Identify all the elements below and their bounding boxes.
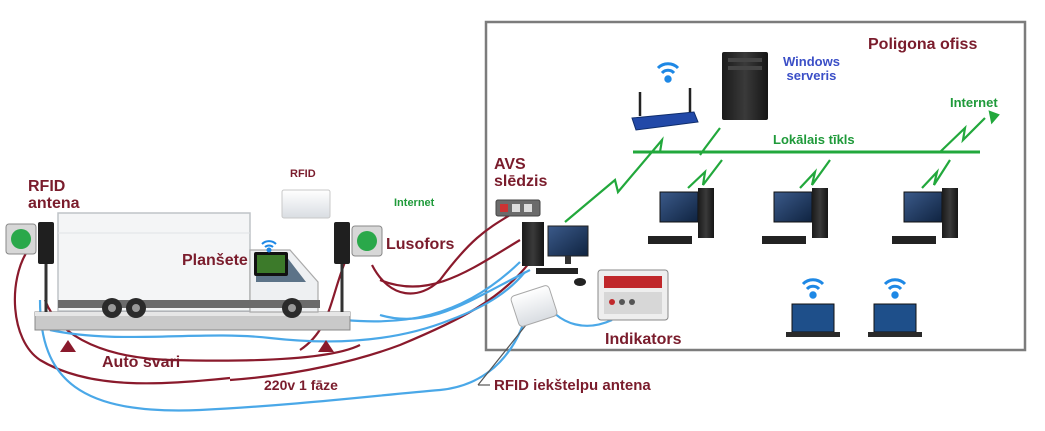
rfid-antenna-left	[38, 222, 54, 312]
truck-scale-platform	[34, 311, 351, 352]
rfid-antenna-right	[334, 222, 350, 312]
local-network-label: Lokālais tīkls	[773, 132, 855, 147]
avs-switch-label: AVS slēdzis	[494, 156, 548, 191]
windows-server-label: Windows serveris	[783, 55, 840, 82]
wifi-router	[631, 88, 699, 131]
traffic-light-left	[5, 223, 37, 255]
wifi-icon	[656, 62, 680, 83]
avs-switch	[495, 199, 541, 217]
traffic-light-label: Lusofors	[386, 236, 455, 253]
avs-switch-label-line1: AVS	[494, 156, 526, 173]
rfid-antenna-label-line2: antena	[28, 194, 80, 212]
desktop-computer	[648, 188, 714, 244]
power-label: 220v 1 fāze	[264, 377, 338, 393]
indoor-antenna-pointer	[477, 319, 531, 386]
rfid-antenna-label-line1: RFID	[28, 178, 66, 195]
rfid-indoor-antenna-device	[510, 285, 558, 327]
office-boundary	[484, 20, 1027, 352]
tablet	[254, 252, 288, 276]
windows-server-label-line2: serveris	[786, 67, 837, 83]
truck-scale-label: Auto svari	[102, 354, 181, 371]
windows-server	[722, 52, 768, 120]
windows-server-label-line1: Windows	[783, 54, 840, 69]
network-links	[564, 110, 1000, 223]
rfid-card-reader	[281, 189, 331, 219]
wifi-icon	[261, 240, 277, 253]
laptop	[868, 303, 922, 337]
desktop-computer	[892, 188, 958, 244]
rfid-antenna-label: RFID antena	[28, 178, 80, 213]
office-title: Poligona ofiss	[868, 36, 978, 53]
traffic-light-right	[351, 225, 383, 257]
internet-left-label: Internet	[394, 197, 435, 209]
wifi-icon	[883, 278, 907, 299]
main-workstation	[522, 222, 589, 286]
truck-illustration	[57, 212, 320, 318]
tablet-label: Planšete	[182, 252, 248, 269]
laptop	[786, 303, 840, 337]
wifi-icon	[801, 278, 825, 299]
rfid-reader-label: RFID	[290, 168, 316, 180]
avs-switch-label-line2: slēdzis	[494, 172, 548, 190]
rfid-indoor-antenna-label: RFID iekštelpu antena	[494, 377, 651, 394]
desktop-computer	[762, 188, 828, 244]
blue-cables	[38, 261, 613, 412]
internet-office-label: Internet	[950, 95, 998, 110]
indicator-label: Indikators	[605, 331, 682, 348]
weight-indicator	[597, 269, 669, 321]
